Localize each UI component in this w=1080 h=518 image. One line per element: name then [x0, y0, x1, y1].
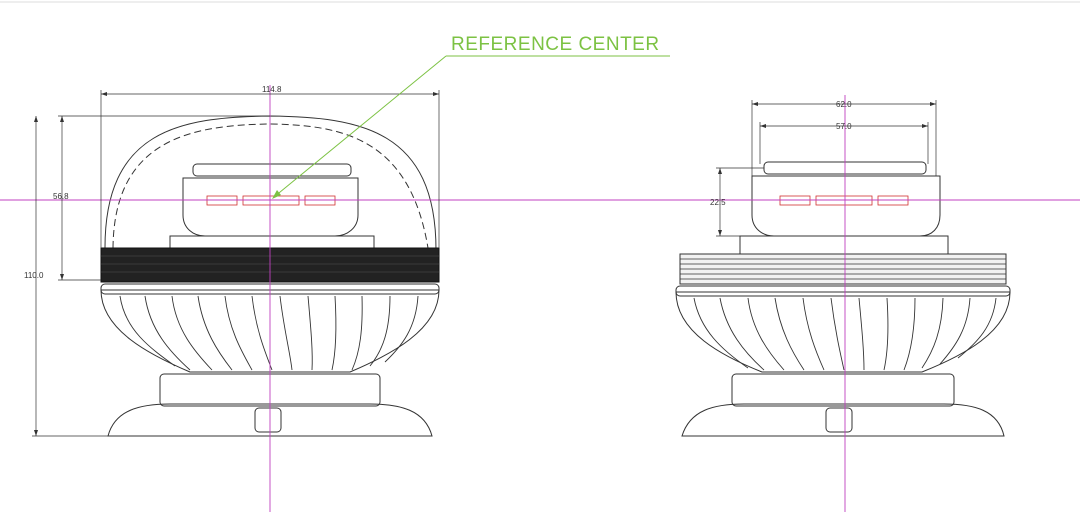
right-fin-body — [675, 291, 1011, 373]
left-dimension-arrows — [34, 92, 439, 436]
right-view-beacon — [675, 161, 1011, 437]
left-dome-outline — [104, 115, 437, 251]
center-axes — [0, 85, 1080, 512]
right-fin-top-ring — [675, 285, 1011, 297]
left-base-foot — [107, 403, 433, 437]
left-fin-body — [100, 289, 440, 373]
right-light-module — [751, 175, 941, 237]
left-dome-dashed — [112, 123, 429, 249]
right-fins — [693, 297, 997, 371]
right-thread-lines — [680, 258, 1006, 280]
callout-arrowhead — [272, 190, 281, 199]
dim-width-label: 114.8 — [262, 85, 282, 94]
right-dimension-arrows — [718, 102, 936, 236]
reference-center-label: REFERENCE CENTER — [451, 34, 660, 55]
dim-inner-width-label: 57.0 — [836, 122, 852, 131]
right-base-foot — [681, 403, 1005, 437]
left-top-cap — [192, 163, 352, 177]
left-light-module — [182, 177, 359, 237]
left-base-tab — [254, 407, 282, 433]
right-base-neck — [731, 373, 955, 407]
left-view-beacon — [100, 115, 440, 437]
dim-dome-height-label: 22.5 — [710, 198, 726, 207]
left-led-strip — [206, 195, 336, 206]
left-fins — [119, 295, 419, 371]
dim-center-height-label: 56.8 — [53, 192, 69, 201]
callout-leader — [273, 55, 447, 198]
right-module-base — [739, 235, 949, 255]
reference-center-callout — [273, 55, 670, 198]
right-dimension-lines — [716, 100, 937, 237]
left-module-base — [169, 235, 375, 249]
dim-outer-width-label: 62.0 — [836, 100, 852, 109]
dim-total-height-label: 110.0 — [24, 271, 44, 280]
right-base-tab — [825, 407, 853, 433]
left-dimension-lines — [32, 90, 440, 437]
right-led-strip — [779, 195, 909, 206]
